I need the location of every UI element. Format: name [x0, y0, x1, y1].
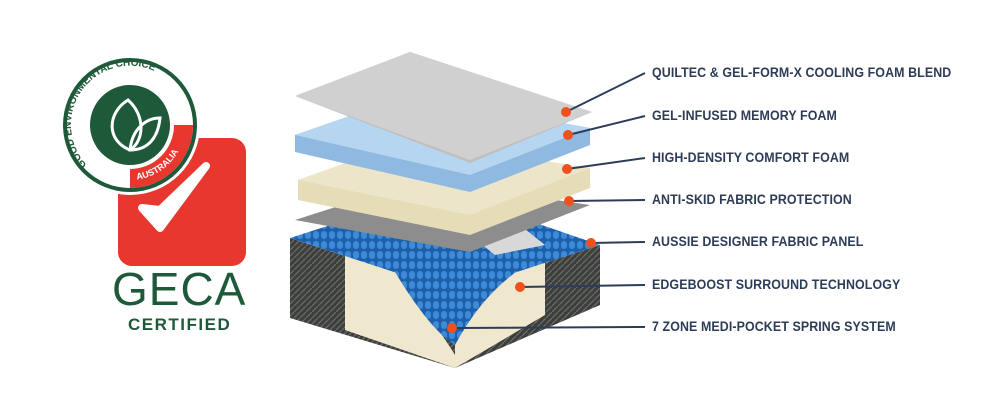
layer-label: AUSSIE DESIGNER FABRIC PANEL: [652, 234, 864, 249]
layer-label: HIGH-DENSITY COMFORT FOAM: [652, 150, 850, 165]
callout-lines: [451, 72, 646, 329]
marker-dot: [563, 130, 573, 140]
checkmark-icon: [138, 162, 210, 232]
layer-label: QUILTEC & GEL-FORM-X COOLING FOAM BLEND: [652, 65, 952, 80]
marker-dot: [564, 196, 574, 206]
marker-dot: [447, 323, 457, 333]
geca-logo: GOOD ENVIRONMENTAL CHOICE AUSTRALIA: [60, 55, 246, 266]
marker-dot: [562, 164, 572, 174]
layer-label: ANTI-SKID FABRIC PROTECTION: [652, 192, 852, 207]
certified-text: CERTIFIED: [128, 315, 232, 334]
layer-label: 7 ZONE MEDI-POCKET SPRING SYSTEM: [652, 319, 896, 334]
marker-dot: [561, 107, 571, 117]
marker-dot: [586, 238, 596, 248]
leaf-icon: [110, 98, 162, 152]
layer-label: GEL-INFUSED MEMORY FOAM: [652, 108, 837, 123]
marker-dot: [515, 282, 525, 292]
layer-label: EDGEBOOST SURROUND TECHNOLOGY: [652, 277, 901, 292]
geca-wordmark: GECA: [112, 263, 247, 315]
